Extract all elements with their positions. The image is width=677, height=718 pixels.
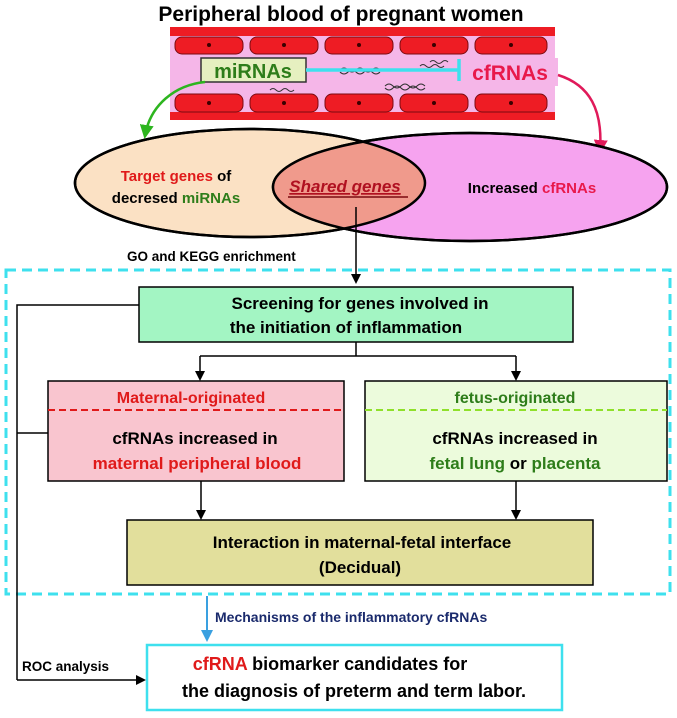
interaction-box (126, 519, 594, 586)
dashed-region (4, 268, 672, 596)
screening-box (138, 286, 574, 343)
maternal-header: Maternal-originated (117, 390, 265, 407)
maternal-line1: cfRNAs increased in (112, 429, 277, 448)
roc-connector (16, 304, 139, 680)
interaction-line1: Interaction in maternal-fetal interface (213, 533, 512, 552)
fetus-line2: fetal lung or placenta (430, 454, 602, 473)
fetus-header: fetus-originated (455, 390, 576, 407)
blood-vessel: miRNAs cfRNAs (170, 27, 558, 120)
red-blood-cells-top (174, 36, 548, 55)
branch-connector (200, 342, 516, 357)
enrichment-label: GO and KEGG enrichment (127, 249, 296, 264)
green-arrow (139, 80, 206, 139)
interaction-line2: (Decidual) (319, 558, 401, 577)
fetus-line1: cfRNAs increased in (432, 429, 597, 448)
shared-genes-label: Shared genes (289, 177, 401, 196)
mirna-label: miRNAs (214, 61, 292, 83)
biomarker-line2: the diagnosis of preterm and term labor. (182, 681, 526, 701)
screening-line2: the initiation of inflammation (230, 318, 462, 337)
biomarker-line1: cfRNA biomarker candidates for (193, 654, 467, 674)
biomarker-box (145, 643, 564, 712)
venn-right-text: Increased cfRNAs (468, 180, 596, 197)
venn-diagram: Target genes of decresed miRNAs Shared g… (73, 127, 669, 243)
maternal-box (47, 380, 345, 482)
pink-arrow (557, 73, 608, 154)
screening-line1: Screening for genes involved in (232, 294, 489, 313)
mechanisms-label: Mechanisms of the inflammatory cfRNAs (215, 609, 487, 625)
venn-overlap (273, 133, 425, 237)
venn-left-text-line1: Target genes of (121, 168, 233, 185)
inhibition-line (306, 59, 461, 81)
roc-label: ROC analysis (22, 659, 109, 674)
diagram-title: Peripheral blood of pregnant women (158, 3, 523, 26)
venn-left-text-line2: decresed miRNAs (112, 190, 240, 207)
maternal-line2: maternal peripheral blood (93, 454, 302, 473)
cfrna-label: cfRNAs (472, 62, 548, 85)
